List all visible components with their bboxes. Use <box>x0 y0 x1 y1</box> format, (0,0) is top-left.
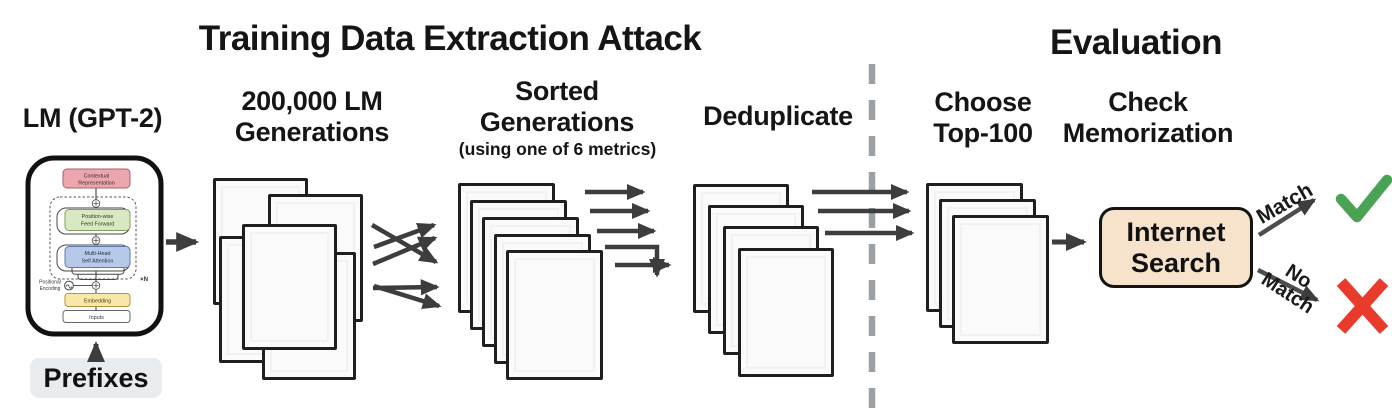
embedding-box <box>64 293 131 307</box>
sorted-label-line2: Generations <box>479 107 635 137</box>
dedup-to-top100-arrows <box>812 183 915 242</box>
self-attention-label-1: Multi-Head <box>84 251 110 257</box>
choose-top100-label: Choose Top-100 <box>913 87 1053 149</box>
lm-label: LM (GPT-2) <box>22 103 163 133</box>
contextual-representation-label-2: Representation <box>78 181 115 187</box>
generations-label-line1: 200,000 LM <box>241 86 383 116</box>
positional-encoding-icon <box>64 280 74 291</box>
sorted-metrics-note: (using one of 6 metrics) <box>458 139 657 159</box>
repeat-block-dashed-box <box>49 196 137 280</box>
deduplicate-label: Deduplicate <box>703 101 853 131</box>
contextual-representation-box <box>62 168 131 189</box>
repeat-count-label: ×N <box>140 276 149 283</box>
inputs-box <box>62 310 131 323</box>
document-page <box>506 250 603 380</box>
feed-forward-label-2: Feed Forward <box>81 222 115 228</box>
check-icon <box>1335 174 1392 223</box>
inputs-label: Inputs <box>89 315 104 321</box>
document-page <box>952 215 1049 344</box>
sorted-label: Sorted Generations <box>462 76 652 138</box>
contextual-representation-label-1: Contextual <box>84 174 110 180</box>
no-match-label: No Match <box>1249 246 1338 323</box>
document-page <box>242 224 337 350</box>
self-attention-box <box>64 246 131 268</box>
check-memorization-line2: Memorization <box>1062 118 1234 148</box>
generations-label: 200,000 LM Generations <box>222 86 402 148</box>
feed-forward-label-1: Position-wise <box>82 214 114 220</box>
cross-icon <box>1336 278 1389 334</box>
prefixes-label: Prefixes <box>43 362 149 393</box>
internet-search-box: Internet Search <box>1099 207 1253 288</box>
embedding-label: Embedding <box>84 299 111 305</box>
generations-label-line2: Generations <box>234 117 390 147</box>
duplicate-removed-arrow <box>605 244 666 278</box>
check-memorization-line1: Check <box>1108 87 1188 117</box>
internet-search-label-2: Search <box>1130 247 1222 278</box>
check-memorization-label: Check Memorization <box>1058 87 1238 149</box>
lm-architecture-diagram: Contextual Representation Position-wise … <box>25 155 164 337</box>
eval-section-title: Evaluation <box>1050 23 1222 62</box>
internet-search-label-1: Internet <box>1126 216 1226 247</box>
sorting-shuffle-arrows <box>370 222 442 309</box>
match-label: Match <box>1252 178 1317 229</box>
positional-encoding-label-2: Encoding <box>40 286 61 292</box>
document-page <box>738 248 834 377</box>
choose-top100-line1: Choose <box>934 87 1032 117</box>
positional-encoding-label-1: Positional <box>39 280 61 286</box>
feed-forward-box <box>64 209 131 231</box>
prefixes-box: Prefixes <box>30 358 162 398</box>
attention-heads-stack <box>77 274 119 280</box>
attention-heads-stack <box>71 268 125 275</box>
choose-top100-line2: Top-100 <box>933 118 1033 148</box>
self-attention-label-2: Self Attention <box>82 259 114 265</box>
sorted-label-line1: Sorted <box>515 76 599 106</box>
attack-section-title: Training Data Extraction Attack <box>198 19 702 58</box>
